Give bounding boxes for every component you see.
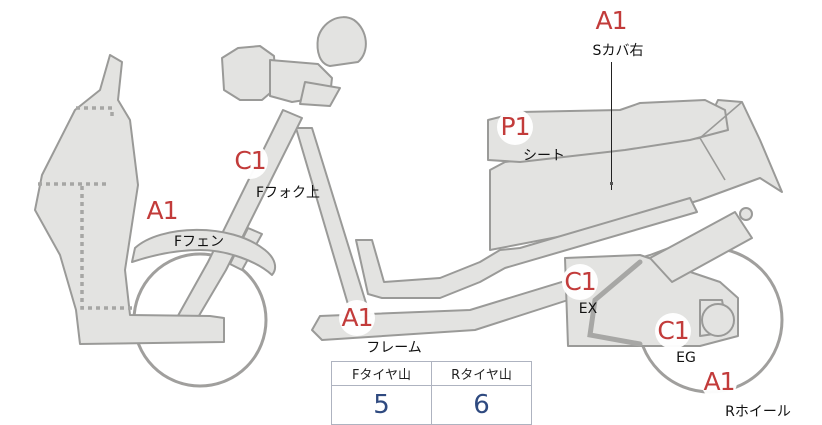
part-label: EX: [578, 301, 598, 317]
grade-badge: C1: [562, 264, 598, 300]
grade-badge: A1: [701, 364, 737, 400]
grade-badge: A1: [144, 193, 180, 229]
part-label: Rホイール: [725, 404, 791, 420]
front-tire-header: Fタイヤ山: [331, 361, 432, 386]
front-fork-shape: [169, 109, 303, 337]
leg-shield: [34, 54, 225, 345]
grade-badge: A1: [593, 3, 629, 39]
frame-shape: [355, 197, 698, 299]
part-label: シート: [523, 148, 565, 164]
grade-badge: P1: [497, 109, 533, 145]
part-label: Sカバ右: [592, 43, 644, 59]
rear-tire-header: Rタイヤ山: [431, 361, 532, 386]
mirror: [316, 16, 367, 67]
grade-badge: C1: [232, 143, 268, 179]
front-tire-value: 5: [331, 385, 432, 425]
grade-badge: C1: [655, 313, 691, 349]
front-fender-shape: [131, 228, 277, 276]
part-label: フレーム: [366, 340, 422, 356]
headlight: [221, 45, 277, 101]
part-label: Fフェン: [173, 234, 225, 250]
cover-pointer-dot: [610, 182, 613, 185]
part-label: Fフォク上: [255, 185, 321, 201]
tire-tread-table: Fタイヤ山 Rタイヤ山 5 6: [331, 361, 532, 425]
part-label: EG: [676, 350, 696, 366]
grade-badge: A1: [339, 300, 375, 336]
exhaust-pipe: [587, 259, 643, 347]
rear-tire-value: 6: [431, 385, 532, 425]
seat-shape: [487, 99, 729, 163]
cover-pointer-line: [611, 62, 612, 190]
engine-cylinder: [649, 211, 753, 283]
